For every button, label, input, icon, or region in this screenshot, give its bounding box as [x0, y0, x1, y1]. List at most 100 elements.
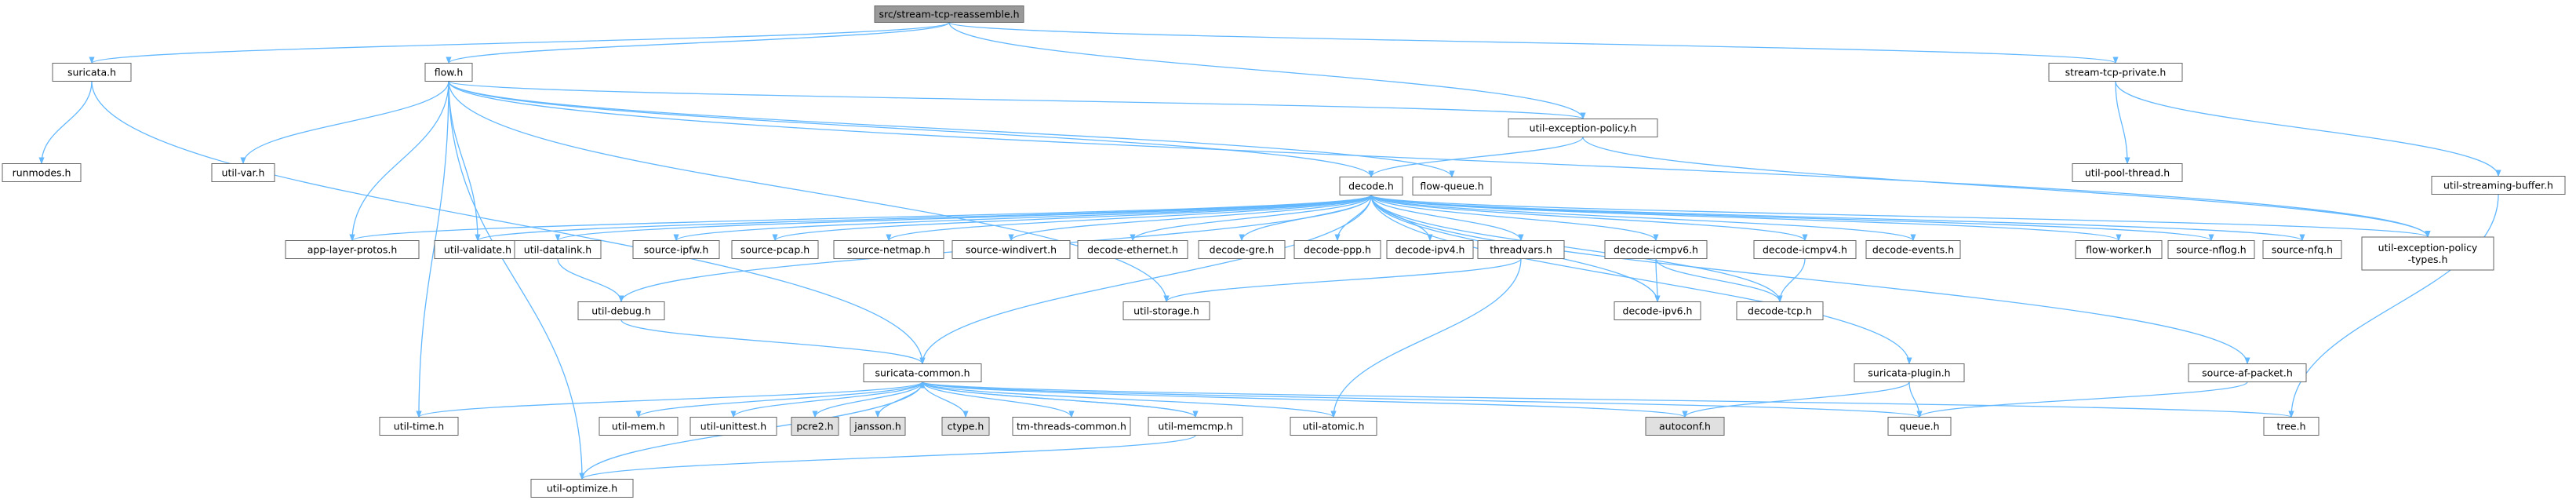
node-root[interactable]: src/stream-tcp-reassemble.h	[874, 5, 1024, 23]
node-box	[2075, 240, 2163, 259]
node-box	[1614, 301, 1701, 320]
node-decode-ppp[interactable]: decode-ppp.h	[1293, 240, 1381, 259]
node-flow-h[interactable]: flow.h	[424, 63, 473, 82]
node-label: autoconf.h	[1659, 421, 1711, 432]
edge-flow_h-to-decode_h	[448, 81, 1374, 178]
edge-suricata_common-to-util_unittest	[730, 381, 923, 418]
edge-decode_h-to-app_layer_protos	[349, 194, 1372, 242]
node-decode-icmpv4[interactable]: decode-icmpv4.h	[1753, 240, 1857, 259]
edge-threadvars-to-util_atomic	[1330, 258, 1522, 418]
node-label: util-exception-policy.h	[1530, 122, 1637, 134]
node-label: suricata.h	[67, 67, 116, 78]
node-label: decode-icmpv6.h	[1614, 244, 1698, 256]
node-decode-gre[interactable]: decode-gre.h	[1198, 240, 1286, 259]
node-decode-ipv4[interactable]: decode-ipv4.h	[1386, 240, 1474, 259]
node-util-unittest[interactable]: util-unittest.h	[689, 417, 777, 436]
node-pcre2[interactable]: pcre2.h	[791, 417, 839, 436]
node-box	[2262, 240, 2342, 259]
node-box	[211, 163, 275, 182]
node-box	[941, 417, 990, 436]
node-util-exception-policy-types[interactable]: util-exception-policy-types.h	[2361, 236, 2494, 271]
node-autoconf[interactable]: autoconf.h	[1645, 417, 1725, 436]
node-box	[577, 301, 665, 320]
node-source-nfq[interactable]: source-nfq.h	[2262, 240, 2342, 259]
node-queue-h[interactable]: queue.h	[1887, 417, 1952, 436]
edge-suricata_h-to-runmodes	[38, 81, 93, 165]
node-label: source-pcap.h	[740, 244, 810, 256]
node-box	[2431, 176, 2566, 195]
node-threadvars[interactable]: threadvars.h	[1477, 240, 1565, 259]
node-util-atomic[interactable]: util-atomic.h	[1290, 417, 1377, 436]
node-label: source-af-packet.h	[2202, 367, 2293, 379]
node-box	[1290, 417, 1377, 436]
node-decode-ipv6[interactable]: decode-ipv6.h	[1614, 301, 1701, 320]
edge-source_af_packet-to-queue_h	[1916, 381, 2248, 418]
node-label: tree.h	[2276, 421, 2305, 432]
node-label: util-var.h	[222, 167, 265, 179]
node-source-netmap[interactable]: source-netmap.h	[833, 240, 944, 259]
node-box	[1122, 301, 1210, 320]
node-box	[379, 417, 459, 436]
node-util-pool-thread[interactable]: util-pool-thread.h	[2072, 163, 2183, 182]
node-tree-h[interactable]: tree.h	[2263, 417, 2319, 436]
node-decode-icmpv6[interactable]: decode-icmpv6.h	[1604, 240, 1708, 259]
edge-flow_h-to-util_exception_policy	[448, 80, 1586, 120]
node-suricata-plugin[interactable]: suricata-plugin.h	[1854, 363, 1965, 382]
node-ctype[interactable]: ctype.h	[941, 417, 990, 436]
node-util-datalink[interactable]: util-datalink.h	[514, 240, 602, 259]
node-decode-events[interactable]: decode-events.h	[1865, 240, 1961, 259]
node-suricata-common[interactable]: suricata-common.h	[863, 363, 982, 382]
node-decode-h[interactable]: decode.h	[1339, 177, 1403, 195]
node-suricata-h[interactable]: suricata.h	[52, 63, 132, 82]
node-label: source-ipfw.h	[644, 244, 709, 256]
edge-flow_h-to-util_var	[240, 81, 449, 165]
node-util-mem[interactable]: util-mem.h	[599, 417, 679, 436]
node-label: suricata-common.h	[875, 367, 970, 379]
node-util-memcmp[interactable]: util-memcmp.h	[1148, 417, 1243, 436]
node-label: decode-events.h	[1872, 244, 1954, 256]
node-util-storage[interactable]: util-storage.h	[1122, 301, 1210, 320]
node-decode-ethernet[interactable]: decode-ethernet.h	[1077, 240, 1188, 259]
node-util-validate[interactable]: util-validate.h	[434, 240, 522, 259]
edge-decode_h-to-util_exception_policy_types	[1370, 194, 2431, 238]
edge-suricata_common-to-autoconf	[922, 381, 1688, 418]
node-util-debug[interactable]: util-debug.h	[577, 301, 665, 320]
node-source-af-packet[interactable]: source-af-packet.h	[2188, 363, 2307, 382]
node-box	[2072, 163, 2183, 182]
node-app-layer-protos[interactable]: app-layer-protos.h	[285, 240, 420, 259]
node-box	[514, 240, 602, 259]
node-jansson[interactable]: jansson.h	[850, 417, 906, 436]
node-box	[1339, 177, 1403, 195]
node-source-windivert[interactable]: source-windivert.h	[951, 240, 1071, 259]
node-decode-tcp[interactable]: decode-tcp.h	[1736, 301, 1824, 320]
edge-decode_h-to-source_af_packet	[1370, 195, 2250, 365]
node-util-exception-policy[interactable]: util-exception-policy.h	[1508, 119, 1658, 137]
node-box	[2167, 240, 2255, 259]
node-box	[2361, 236, 2494, 271]
node-label: util-optimize.h	[547, 483, 617, 495]
node-stream-tcp-private[interactable]: stream-tcp-private.h	[2048, 63, 2183, 82]
node-flow-queue[interactable]: flow-queue.h	[1412, 177, 1492, 195]
node-label: util-streaming-buffer.h	[2443, 180, 2553, 192]
edge-decode_h-to-util_datalink	[555, 194, 1372, 242]
node-tm-threads-common[interactable]: tm-threads-common.h	[1012, 417, 1131, 436]
node-label: util-unittest.h	[700, 421, 766, 432]
node-util-streaming-buffer[interactable]: util-streaming-buffer.h	[2431, 176, 2566, 195]
node-runmodes[interactable]: runmodes.h	[2, 163, 82, 182]
node-source-pcap[interactable]: source-pcap.h	[731, 240, 819, 259]
node-source-ipfw[interactable]: source-ipfw.h	[632, 240, 720, 259]
node-label: decode-gre.h	[1210, 244, 1275, 256]
node-label: queue.h	[1899, 421, 1939, 432]
node-label: tm-threads-common.h	[1017, 421, 1126, 432]
node-util-optimize[interactable]: util-optimize.h	[530, 479, 634, 498]
node-label: util-storage.h	[1133, 305, 1199, 317]
edge-util_memcmp-to-util_optimize	[579, 434, 1196, 480]
node-util-time[interactable]: util-time.h	[379, 417, 459, 436]
node-util-var[interactable]: util-var.h	[211, 163, 275, 182]
node-flow-worker[interactable]: flow-worker.h	[2075, 240, 2163, 259]
node-box	[1386, 240, 1474, 259]
edge-suricata_common-to-queue_h	[922, 381, 1923, 418]
node-source-nflog[interactable]: source-nflog.h	[2167, 240, 2255, 259]
node-box	[1508, 119, 1658, 137]
node-box	[1753, 240, 1857, 259]
